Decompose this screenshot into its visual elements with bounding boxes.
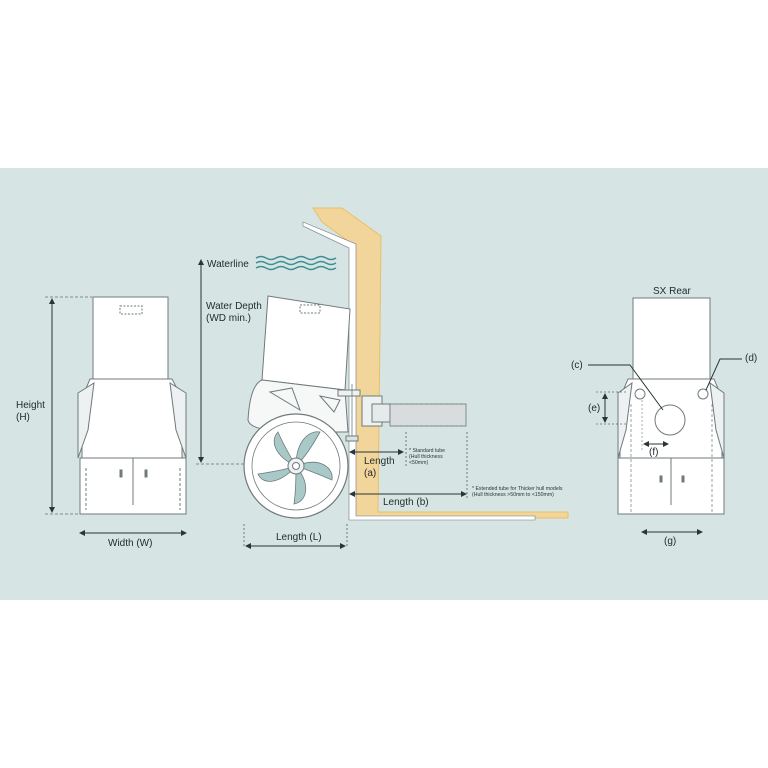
length-l-dimension — [243, 524, 348, 549]
length-b-dimension — [349, 432, 468, 498]
dimension-g-label: (g) — [664, 536, 677, 547]
height-dimension — [45, 296, 92, 515]
waterline-label: Waterline — [207, 259, 249, 270]
length-l-label: Length (L) — [276, 532, 322, 543]
waves-icon — [255, 255, 337, 271]
water-depth-label: Water Depth (WD min.) — [206, 301, 262, 324]
dimension-c-label: (c) — [571, 360, 583, 371]
dimension-f-label: (f) — [649, 447, 659, 458]
length-a-dimension — [349, 432, 407, 468]
hull-section — [302, 207, 569, 521]
water-depth-dimension — [196, 259, 290, 465]
length-b-label: Length (b) — [383, 497, 429, 508]
length-a-label: Length (a) — [364, 456, 395, 479]
rear-view-dimensions — [588, 358, 742, 535]
sx-rear-title: SX Rear — [653, 286, 691, 297]
dimension-e-label: (e) — [588, 403, 601, 414]
rear-view-unit — [617, 297, 725, 515]
width-label: Width (W) — [108, 538, 153, 549]
dimension-d-label: (d) — [745, 353, 758, 364]
height-label: Height (H) — [16, 400, 45, 423]
thruster-tube — [389, 403, 467, 427]
side-view-unit — [247, 295, 391, 442]
front-view-unit — [77, 296, 187, 515]
extended-tube-note: * Extended tube for Thicker hull models … — [472, 486, 563, 498]
propeller-icon — [243, 413, 349, 519]
standard-tube-note: * Standard tube (Hull thickness <50mm) — [409, 448, 446, 466]
